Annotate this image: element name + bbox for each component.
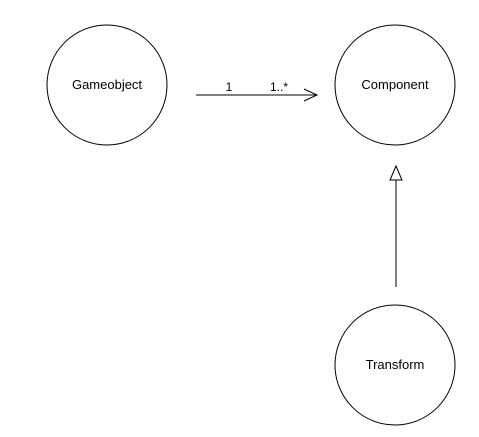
edge-generalization[interactable] [389,164,403,287]
node-component-label: Component [361,77,429,92]
node-component-circle [334,24,456,146]
node-transform-circle [334,304,456,426]
node-transform-label: Transform [366,357,425,372]
target-multiplicity: 1..* [270,80,288,94]
node-gameobject-label: Gameobject [72,77,142,92]
inheritance-triangle-icon [389,164,403,181]
node-gameobject-circle [46,24,168,146]
open-arrowhead-icon [303,88,319,102]
node-gameobject[interactable]: Gameobject [46,24,168,146]
source-multiplicity: 1 [226,80,233,94]
edge-association[interactable]: 1 1..* [196,80,319,102]
node-transform[interactable]: Transform [334,304,456,426]
node-component[interactable]: Component [334,24,456,146]
